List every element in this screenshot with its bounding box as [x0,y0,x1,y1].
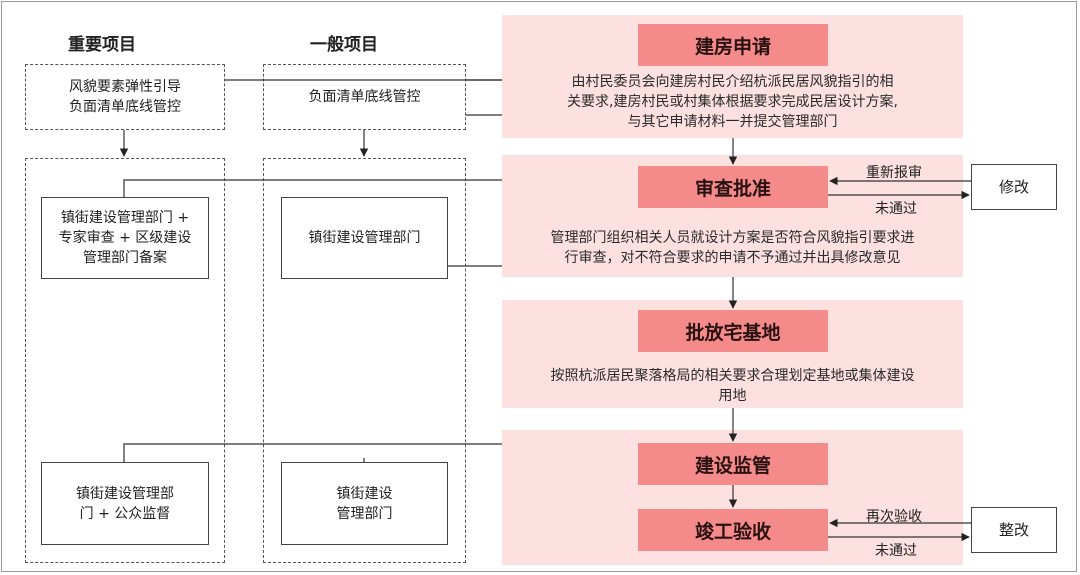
fail-label-review: 未通过 [875,201,917,217]
important-review-box: 镇街建设管理部门 + 专家审查 + 区级建设 管理部门备案 [41,197,209,279]
step-title-land: 批放宅基地 [638,310,828,352]
important-guideline-box: 风貌要素弹性引导 负面清单底线管控 [25,64,225,130]
important-supervise-box: 镇街建设管理部 门 + 公众监督 [41,462,209,545]
recheck-label: 再次验收 [866,509,922,525]
important-projects-header: 重要项目 [68,35,136,55]
general-column [263,158,466,563]
general-projects-header: 一般项目 [310,35,378,55]
modify-box: 修改 [971,164,1057,210]
step-title-supervise: 建设监管 [638,443,828,485]
important-column [25,158,225,563]
fail-label-acceptance: 未通过 [875,543,917,559]
rectify-box: 整改 [971,507,1057,553]
step-desc-apply: 由村民委员会向建房村民介绍杭派民居风貌指引的相 关要求,建房村民或村集体根据要求… [567,74,898,130]
rereview-label: 重新报审 [866,165,922,181]
general-review-box: 镇街建设管理部门 [281,197,448,279]
step-title-acceptance: 竣工验收 [638,509,828,551]
step-title-review: 审查批准 [638,166,828,208]
step-desc-land: 按照杭派居民聚落格局的相关要求合理划定基地或集体建设 用地 [550,368,915,404]
general-guideline-box: 负面清单底线管控 [263,64,466,130]
step-desc-review: 管理部门组织相关人员就设计方案是否符合风貌指引要求进 行审查，对不符合要求的申请… [550,230,915,266]
step-title-apply: 建房申请 [638,24,828,66]
general-supervise-box: 镇街建设 管理部门 [281,462,448,545]
